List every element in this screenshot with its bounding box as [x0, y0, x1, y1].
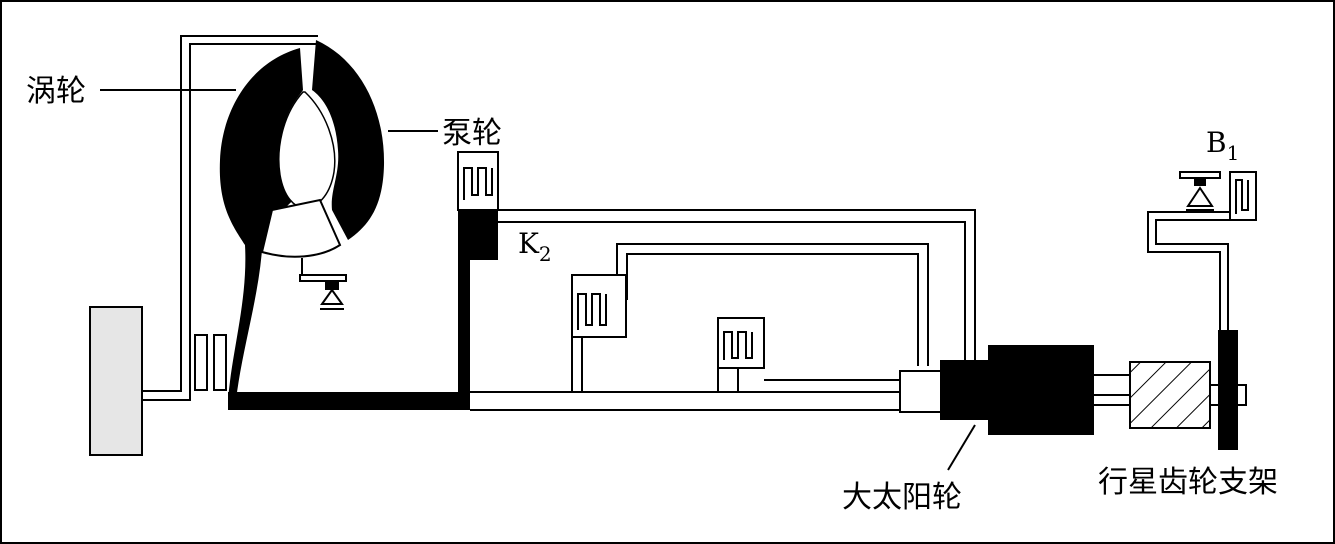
main-shaft: [470, 379, 900, 411]
brake-left: [571, 274, 627, 393]
inner-shaft: [616, 243, 929, 366]
clutch-k2: [457, 151, 499, 260]
sun-gear-bearing: [899, 370, 943, 413]
sun-gear-leader-line: [947, 424, 976, 471]
k2-output-shaft: [498, 209, 976, 360]
brake-b1: [1179, 171, 1257, 221]
big-sun-gear: [940, 345, 1094, 435]
turbine-label: 涡轮: [26, 74, 86, 109]
k2-label: K2: [518, 227, 552, 266]
planet-carrier-label: 行星齿轮支架: [1098, 465, 1278, 500]
brake-right: [717, 317, 765, 393]
sun-gear-label: 大太阳轮: [842, 480, 962, 515]
one-way-clutch-icon: [318, 280, 346, 310]
planet-carrier: [1218, 330, 1238, 450]
k2-subscript: 2: [539, 242, 552, 266]
b1-label: B1: [1206, 126, 1239, 165]
pump-wheel: [312, 40, 385, 240]
brake-b1-link: [1147, 211, 1230, 330]
shaft-seal: [194, 334, 227, 391]
b1-subscript: 1: [1227, 141, 1240, 165]
stator-wheel: [260, 198, 347, 282]
engine-housing-block: [89, 306, 143, 456]
planet-gear: [1129, 361, 1211, 429]
output-shaft: [1094, 374, 1130, 406]
pump-label: 泵轮: [442, 116, 502, 151]
k2-main: K: [518, 227, 540, 260]
b1-main: B: [1206, 126, 1227, 159]
input-shaft: [142, 35, 318, 401]
